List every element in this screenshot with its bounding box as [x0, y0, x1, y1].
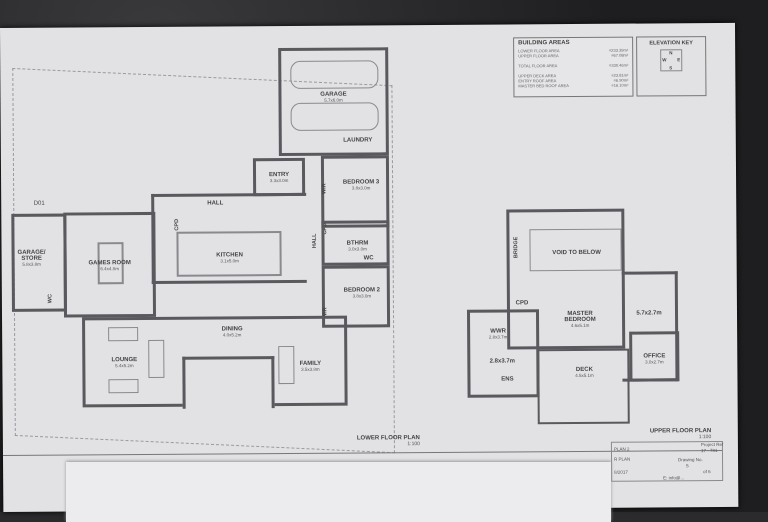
hall-label: HALL	[311, 233, 318, 249]
email: E: info@...	[663, 475, 685, 481]
area-row: TOTAL FLOOR AREA=330.46m²	[518, 62, 629, 69]
laundry-label: LAUNDRY	[343, 137, 373, 144]
project-ref: 17 - 781	[700, 448, 718, 454]
date: 8/2017	[614, 469, 628, 475]
sofa-icon	[278, 345, 295, 385]
drawing-no-label: Drawing No.	[678, 457, 703, 463]
bridge-label: BRIDGE	[513, 236, 520, 259]
overlapping-sheet	[66, 462, 611, 522]
wc-label: WC	[363, 255, 374, 262]
void-label: VOID TO BELOW	[552, 249, 601, 257]
ens-dim: 2.8x3.7m	[489, 358, 516, 365]
project-ref-label: Project Ref	[700, 441, 724, 448]
plan-name-2: R PLAN	[614, 456, 631, 462]
plan-name: PLAN 2	[613, 446, 630, 452]
alfresco-cutout	[182, 356, 275, 409]
sofa-icon	[108, 379, 139, 394]
building-areas-table: BUILDING AREAS LOWER FLOOR AREA=233.39m²…	[513, 36, 634, 98]
car-icon	[290, 60, 379, 89]
sheet-count: of 6	[703, 469, 711, 475]
bedroom3-room	[320, 155, 390, 228]
deck-area	[537, 348, 630, 425]
drawing-sheet: BUILDING AREAS LOWER FLOOR AREA=233.39m²…	[0, 22, 739, 512]
sofa-icon	[148, 339, 165, 378]
wwr-ens-block	[466, 309, 540, 398]
drawing-no: 5	[686, 463, 689, 469]
cpd-label: CPD	[174, 218, 181, 231]
building-areas-title: BUILDING AREAS	[518, 40, 570, 47]
cpd-label: CPD	[515, 300, 529, 307]
sitting-area-dim: 5.7x2.7m	[636, 310, 662, 317]
door-tag: D01	[33, 200, 45, 207]
hall-label: HALL	[207, 200, 224, 207]
area-row: UPPER FLOOR AREA=67.08m²	[518, 52, 629, 59]
wc-label: WC	[47, 294, 54, 304]
wir-label: WIR	[321, 183, 328, 195]
sofa-icon	[108, 327, 139, 342]
ens-label: ENS	[501, 376, 514, 383]
car-icon	[290, 102, 379, 131]
area-row: MASTER BED ROOF AREA=16.10m²	[518, 82, 629, 89]
